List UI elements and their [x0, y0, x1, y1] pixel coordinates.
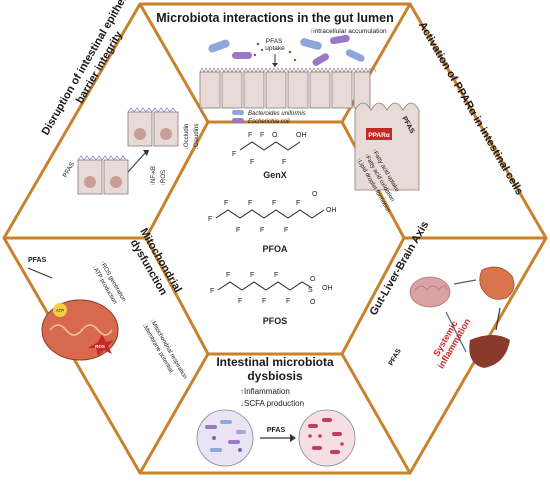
pfos-atom-oh: OH: [322, 285, 333, 292]
panel-dysbiosis: Intestinal microbiota dysbiosis ↑Inflamm…: [196, 355, 356, 467]
pfoa-atom-f-top-4: F: [296, 200, 300, 207]
intracellular-accumulation-label: ↑intracellular accumulation: [310, 28, 387, 35]
pfos-atom-f-bottom-1: F: [238, 298, 242, 305]
intestine-to-liver-arrow: [495, 307, 501, 331]
panel-title-bottom-line-2: dysbiosis: [247, 369, 303, 383]
pfos-atom-o-top: O: [310, 276, 316, 283]
pfos-atom-f-bottom-2: F: [262, 298, 266, 305]
mito-pfas-arrow: [27, 267, 53, 279]
pfos-atom-f-top-1: F: [226, 272, 230, 279]
pfoa-atom-o: O: [312, 191, 318, 198]
pfos-name: PFOS: [263, 316, 288, 326]
intestine: [479, 266, 515, 300]
spoke-top-right: [340, 3, 412, 123]
genx-structure: F F O OH F F F GenX: [232, 132, 307, 180]
healthy-microbiota-bacteria: [205, 420, 246, 452]
dysbiotic-microbiota-bacteria: [308, 418, 344, 454]
pfoa-atom-f-bottom-2: F: [260, 227, 264, 234]
epithelial-cells-top: [199, 67, 377, 109]
liver: [469, 335, 510, 368]
brain-to-intestine-arrow: [453, 279, 477, 285]
pfas-uptake-arrowhead: [272, 63, 278, 67]
barrier-transition-arrow: [127, 151, 147, 173]
mitochondrion-cristae: [49, 324, 113, 336]
bacteria-legend: Bacteroides uniformis Escherichia coli: [232, 110, 306, 125]
dysbiosis-effect-scfa-label: SCFA production: [244, 399, 304, 408]
pfos-structure: F F F F S O O OH F F F PFOS: [210, 272, 333, 326]
dysbiosis-effect-inflammation: ↑Inflammation: [240, 387, 290, 396]
intestinal-cell-ppar: [354, 102, 420, 191]
chemical-structures: F F O OH F F F GenX F F F F F O OH F F F…: [208, 132, 337, 326]
panel-microbiota-interactions: Microbiota interactions in the gut lumen: [156, 11, 394, 125]
pfos-atom-f-bottom-3: F: [286, 298, 290, 305]
pfoa-atom-f-bottom-1: F: [236, 227, 240, 234]
pfoa-atom-f-top-1: F: [224, 200, 228, 207]
dysbiosis-effect-scfa: ↓SCFA production: [240, 399, 304, 408]
lumen-bacteria: [208, 34, 365, 66]
healthy-microbiota-dish: [196, 409, 254, 467]
pfas-uptake-line-1: PFAS: [266, 38, 283, 45]
genx-name: GenX: [263, 170, 287, 180]
spoke-bottom-left: [138, 353, 210, 474]
legend-label-bacteroides: Bacteroides uniformis: [248, 111, 306, 117]
legend-swatch-bacteroides: [232, 110, 244, 115]
genx-atom-f-1: F: [248, 132, 252, 139]
brain: [409, 276, 451, 308]
pfas-uptake-line-2: uptake: [265, 45, 285, 52]
barrier-effect-claudins: ↓Claudins: [194, 124, 200, 150]
spoke-bottom-right: [340, 353, 412, 474]
genx-atom-f-5: F: [282, 159, 286, 166]
barrier-transition-arrowhead: [143, 150, 149, 156]
pfos-atom-o-bottom: O: [310, 299, 316, 306]
panel-title-bottom-line-1: Intestinal microbiota: [216, 355, 334, 369]
barrier-effect-nfkb-label: NF-κB: [151, 166, 157, 183]
pfoa-atom-f-bottom-3: F: [284, 227, 288, 234]
ros-burst: [88, 334, 114, 356]
pfoa-structure: F F F F F O OH F F F PFOA: [208, 191, 337, 254]
barrier-effect-nfkb: ↑NF-κB: [151, 166, 157, 186]
pfos-atom-f-top-2: F: [250, 272, 254, 279]
pfoa-atom-oh: OH: [326, 207, 337, 214]
pfoa-atom-f-top-2: F: [248, 200, 252, 207]
legend-swatch-ecoli: [232, 118, 244, 123]
genx-atom-o: O: [272, 132, 278, 139]
barrier-effect-occludin: ↓Occludin: [184, 124, 190, 150]
spoke-top-left: [138, 3, 210, 123]
ppar-label: PPARα: [368, 132, 390, 139]
intact-cells: [127, 107, 179, 147]
liver-to-brain-arrow: [445, 311, 467, 353]
pfos-atom-s: S: [308, 287, 313, 294]
barrier-effect-occludin-label: Occludin: [184, 124, 190, 147]
damaged-cells: [77, 155, 129, 195]
barrier-effect-ros-label: ROS: [161, 170, 167, 183]
ppar-box: [366, 128, 392, 140]
dysbiosis-pfas-label: PFAS: [267, 427, 286, 434]
pfoa-atom-f-top-3: F: [272, 200, 276, 207]
pfas-uptake-label: PFAS uptake: [265, 38, 285, 52]
barrier-effect-claudins-label: Claudins: [194, 124, 200, 147]
ros-label: ROS: [95, 344, 105, 349]
pfoa-atom-f-left: F: [208, 216, 212, 223]
dysbiosis-arrowhead: [290, 434, 296, 442]
genx-atom-oh: OH: [296, 132, 307, 139]
genx-atom-f-2: F: [260, 132, 264, 139]
barrier-effect-ros: ↑ROS: [161, 170, 167, 186]
panel-title-top: Microbiota interactions in the gut lumen: [156, 11, 394, 25]
genx-atom-f-3: F: [232, 151, 236, 158]
pfos-atom-f-left: F: [210, 288, 214, 295]
atp-label: ATP: [56, 308, 64, 313]
legend-label-ecoli: Escherichia coli: [248, 119, 290, 125]
pfos-atom-f-top-3: F: [274, 272, 278, 279]
brain-folds: [414, 285, 448, 291]
genx-atom-f-4: F: [250, 159, 254, 166]
dysbiosis-effect-inflammation-label: Inflammation: [244, 387, 290, 396]
atp-marker: [53, 303, 67, 317]
pfoa-name: PFOA: [262, 244, 288, 254]
mito-pfas-label: PFAS: [28, 257, 47, 264]
